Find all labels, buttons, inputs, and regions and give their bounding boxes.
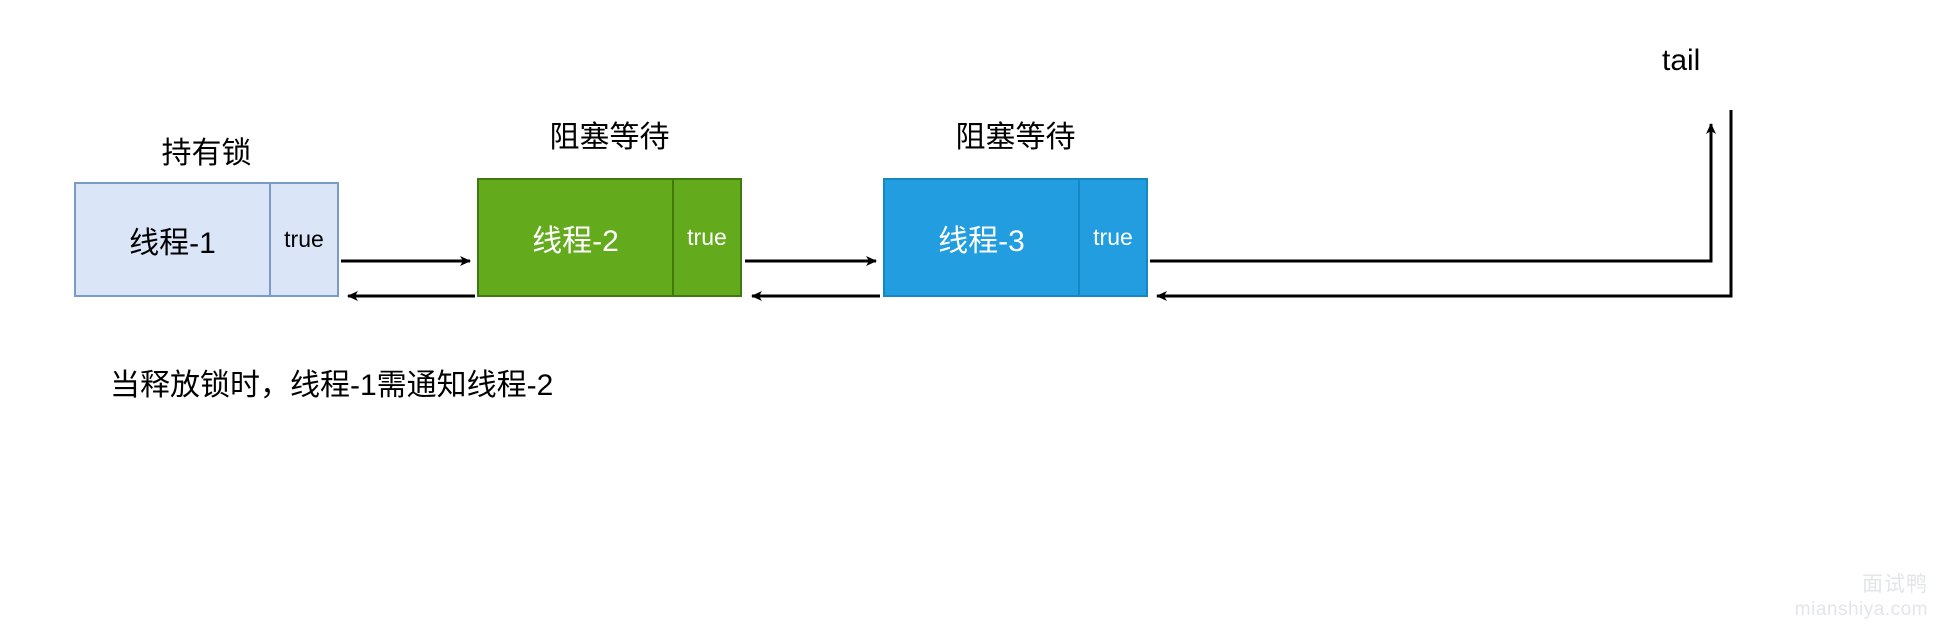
tail-label: tail [1662,44,1701,77]
node-thread-1[interactable]: 线程-1 true [74,182,339,297]
arrow-tail-to-node3 [1156,110,1733,301]
node-thread-2-flag: true [672,180,740,295]
bottom-note: 当释放锁时，线程-1需通知线程-2 [110,369,554,402]
arrow-node3-to-tail [1150,123,1716,263]
node-thread-3-flag: true [1078,180,1146,295]
watermark-en-text: mianshiya.com [1794,599,1928,621]
node-caption-thread-2: 阻塞等待 [549,121,670,154]
node-thread-2[interactable]: 线程-2 true [477,178,742,297]
node-thread-3-name: 线程-3 [938,224,1025,258]
node-caption-thread-1: 持有锁 [161,137,252,170]
node-thread-3[interactable]: 线程-3 true [883,178,1148,297]
node-thread-1-flag: true [269,184,337,295]
node-thread-1-name: 线程-1 [129,226,216,260]
watermark: 面试鸭 mianshiya.com [1795,572,1928,622]
watermark-cn-text: 面试鸭 [1862,573,1928,596]
node-thread-2-name: 线程-2 [532,224,619,258]
node-caption-thread-3: 阻塞等待 [955,121,1076,154]
